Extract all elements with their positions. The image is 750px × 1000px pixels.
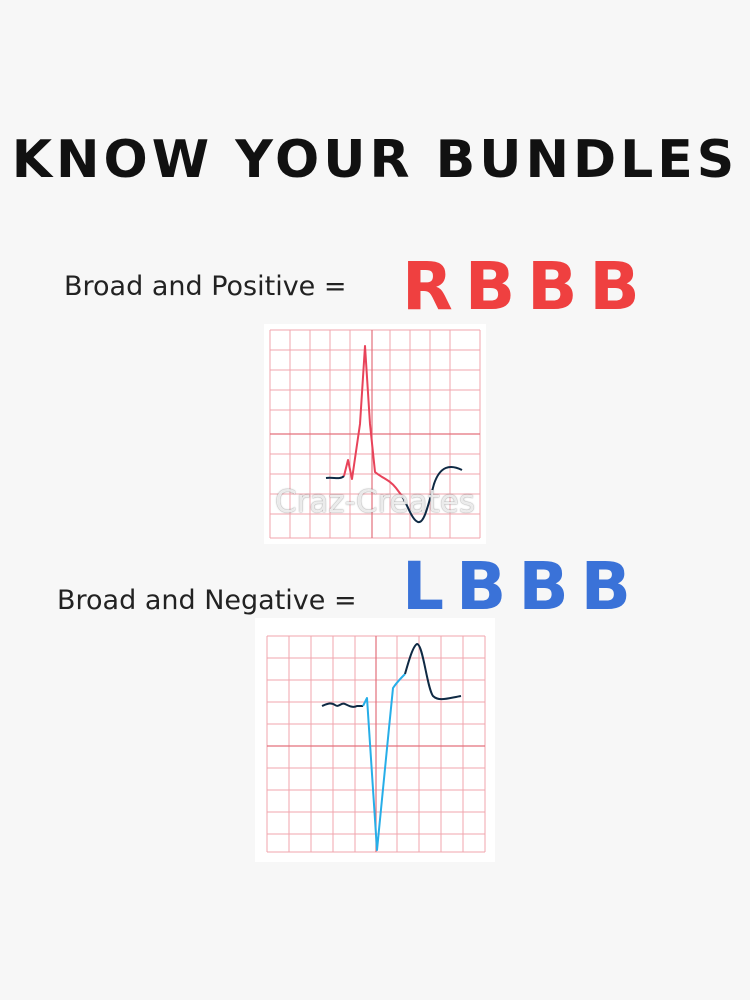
- rbbb-trace-qrs: [343, 345, 403, 497]
- rbbb-trace-baseline: [325, 475, 345, 480]
- lbbb-ecg-graphic: [266, 635, 486, 853]
- rbbb-badge: RBBB: [402, 248, 652, 325]
- page-title: KNOW YOUR BUNDLES: [11, 130, 739, 190]
- lbbb-caption: Broad and Negative =: [57, 585, 357, 616]
- lbbb-ecg-strip: [255, 618, 495, 862]
- lbbb-ecg-grid: [266, 635, 486, 853]
- rbbb-caption: Broad and Positive =: [64, 271, 347, 302]
- lbbb-badge: LBBB: [402, 548, 643, 625]
- lbbb-trace-tail: [404, 642, 462, 701]
- lbbb-trace-baseline: [321, 702, 363, 708]
- rbbb-ecg-graphic: [269, 329, 481, 539]
- rbbb-ecg-strip: [264, 324, 486, 544]
- rbbb-ecg-grid: [269, 329, 481, 539]
- lbbb-trace-qrs: [362, 673, 406, 851]
- rbbb-trace-tail: [401, 466, 463, 524]
